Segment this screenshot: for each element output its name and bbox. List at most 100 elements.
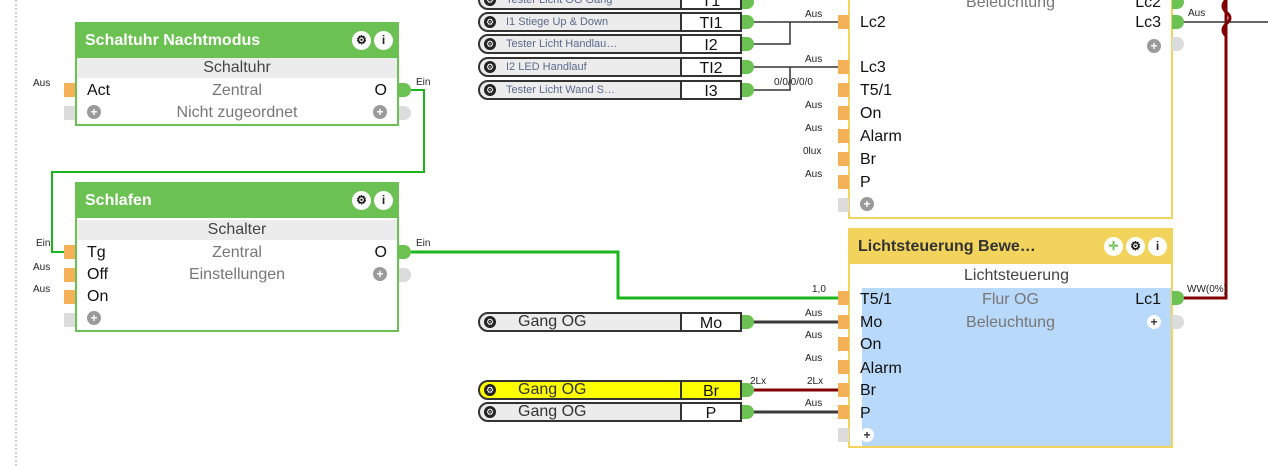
gear-icon[interactable]: ⚙: [484, 406, 496, 418]
tag-code: TI2: [680, 57, 740, 77]
tag-input[interactable]: ⚙ Tester Licht Wand S… I3: [478, 80, 742, 100]
gear-icon[interactable]: ⚙: [484, 384, 496, 396]
output-pin[interactable]: [742, 60, 754, 74]
add-output-pin[interactable]: [399, 106, 411, 120]
info-icon[interactable]: i: [1148, 237, 1167, 256]
gear-icon[interactable]: ⚙: [352, 191, 371, 210]
input-pin[interactable]: [838, 315, 849, 329]
tag-input[interactable]: ⚙ Tester Licht OG Gang T1: [478, 0, 742, 10]
tag-code: P: [680, 402, 740, 422]
info-icon[interactable]: i: [374, 31, 393, 50]
block-schlafen[interactable]: Schlafen ⚙ i Schalter Tg Zentral O Off E…: [75, 182, 399, 332]
input-pin[interactable]: [838, 60, 849, 74]
gear-icon[interactable]: ⚙: [352, 31, 371, 50]
add-output-icon[interactable]: +: [1147, 39, 1161, 53]
add-input-icon[interactable]: +: [860, 197, 874, 211]
add-output-icon[interactable]: +: [373, 105, 387, 119]
input-pin[interactable]: [838, 129, 849, 143]
input-pin[interactable]: [838, 291, 849, 305]
add-output-pin[interactable]: [1172, 37, 1184, 51]
output-pin[interactable]: [742, 0, 754, 9]
output-value: WW(0%): [1187, 284, 1227, 295]
add-output-icon[interactable]: +: [1147, 315, 1161, 329]
block-beleuchtung-upper[interactable]: Beleuchtung Lc2 Lc2 Lc3 + Lc3 T5/1 On Al…: [848, 0, 1173, 219]
add-input-pin[interactable]: [838, 428, 849, 442]
gear-icon[interactable]: ⚙: [484, 38, 496, 50]
tag-code: Mo: [680, 312, 740, 332]
output-pin[interactable]: [742, 37, 754, 51]
tag-input[interactable]: ⚙ I1 Stiege Up & Down TI1: [478, 12, 742, 32]
input-value: Ein: [36, 238, 51, 249]
input-label: Off: [87, 266, 109, 283]
input-label: Act: [87, 82, 111, 99]
tag-input[interactable]: ⚙ Tester Licht Handlau… I2: [478, 34, 742, 54]
output-pin[interactable]: [742, 83, 754, 97]
input-pin[interactable]: [838, 15, 849, 29]
block-lichtsteuerung[interactable]: Lichtsteuerung Bewe… ✛ ⚙ i Lichtsteuerun…: [848, 228, 1173, 448]
input-pin[interactable]: [838, 106, 849, 120]
output-value: Aus: [1188, 8, 1206, 19]
gear-icon[interactable]: ⚙: [484, 316, 496, 328]
output-pin[interactable]: [742, 15, 754, 29]
input-pin[interactable]: [838, 152, 849, 166]
input-pin[interactable]: [64, 290, 75, 304]
output-pin[interactable]: [1172, 291, 1184, 305]
add-input-icon[interactable]: +: [860, 428, 874, 442]
tag-input[interactable]: ⚙ Gang OG Mo: [478, 312, 742, 332]
tag-input[interactable]: ⚙ I2 LED Handlauf TI2: [478, 57, 742, 77]
output-pin[interactable]: [1172, 15, 1184, 29]
gear-icon[interactable]: ⚙: [484, 0, 496, 6]
gear-icon[interactable]: ⚙: [484, 61, 496, 73]
output-pin[interactable]: [742, 405, 754, 419]
input-pin[interactable]: [838, 360, 849, 374]
block-schaltuhr-nachtmodus[interactable]: Schaltuhr Nachtmodus ⚙ i Schaltuhr Act Z…: [75, 22, 399, 126]
block-header[interactable]: Schaltuhr Nachtmodus ⚙ i: [77, 24, 397, 58]
gear-icon[interactable]: ⚙: [1126, 237, 1145, 256]
add-input-pin[interactable]: [838, 198, 849, 212]
input-pin[interactable]: [838, 405, 849, 419]
add-input-icon[interactable]: +: [87, 105, 101, 119]
gear-icon[interactable]: ⚙: [484, 84, 496, 96]
output-pin[interactable]: [742, 315, 754, 329]
tag-name: Gang OG: [518, 313, 587, 330]
block-category: Beleuchtung: [966, 0, 1055, 11]
output-value: Ein: [416, 238, 431, 249]
block-header[interactable]: Schlafen ⚙ i: [77, 184, 397, 218]
input-label: On: [860, 105, 882, 122]
tag-code: T1: [680, 0, 740, 10]
add-output-pin[interactable]: [1172, 315, 1184, 329]
tag-code: I2: [680, 34, 740, 54]
add-input-pin[interactable]: [64, 313, 75, 327]
block-category: Einstellungen: [188, 266, 286, 283]
add-output-icon[interactable]: +: [373, 267, 387, 281]
output-pin[interactable]: [742, 383, 754, 397]
block-type: Schalter: [77, 220, 397, 240]
output-pin[interactable]: [1172, 0, 1184, 9]
gear-icon[interactable]: ⚙: [484, 16, 496, 28]
input-pin[interactable]: [64, 245, 75, 259]
move-icon[interactable]: ✛: [1104, 237, 1123, 256]
input-value: 2Lx: [807, 376, 824, 387]
input-pin[interactable]: [64, 268, 75, 282]
block-header[interactable]: Lichtsteuerung Bewe… ✛ ⚙ i: [850, 230, 1171, 264]
input-pin[interactable]: [838, 337, 849, 351]
input-pin[interactable]: [838, 383, 849, 397]
add-output-pin[interactable]: [399, 268, 411, 282]
add-input-icon[interactable]: +: [87, 311, 101, 325]
input-pin[interactable]: [64, 83, 75, 97]
wire-crossover: [1221, 0, 1232, 38]
page-border: [15, 0, 17, 466]
tag-code: Br: [680, 380, 740, 400]
tag-input-highlighted[interactable]: ⚙ Gang OG Br: [478, 380, 742, 400]
add-input-pin[interactable]: [64, 106, 75, 120]
input-value: Aus: [33, 262, 51, 273]
input-pin[interactable]: [838, 175, 849, 189]
output-pin[interactable]: [399, 245, 411, 259]
block-type: Lichtsteuerung: [862, 266, 1171, 286]
input-pin[interactable]: [838, 83, 849, 97]
output-pin[interactable]: [399, 83, 411, 97]
tag-name: Tester Licht Handlau…: [506, 38, 618, 50]
info-icon[interactable]: i: [374, 191, 393, 210]
tag-input[interactable]: ⚙ Gang OG P: [478, 402, 742, 422]
